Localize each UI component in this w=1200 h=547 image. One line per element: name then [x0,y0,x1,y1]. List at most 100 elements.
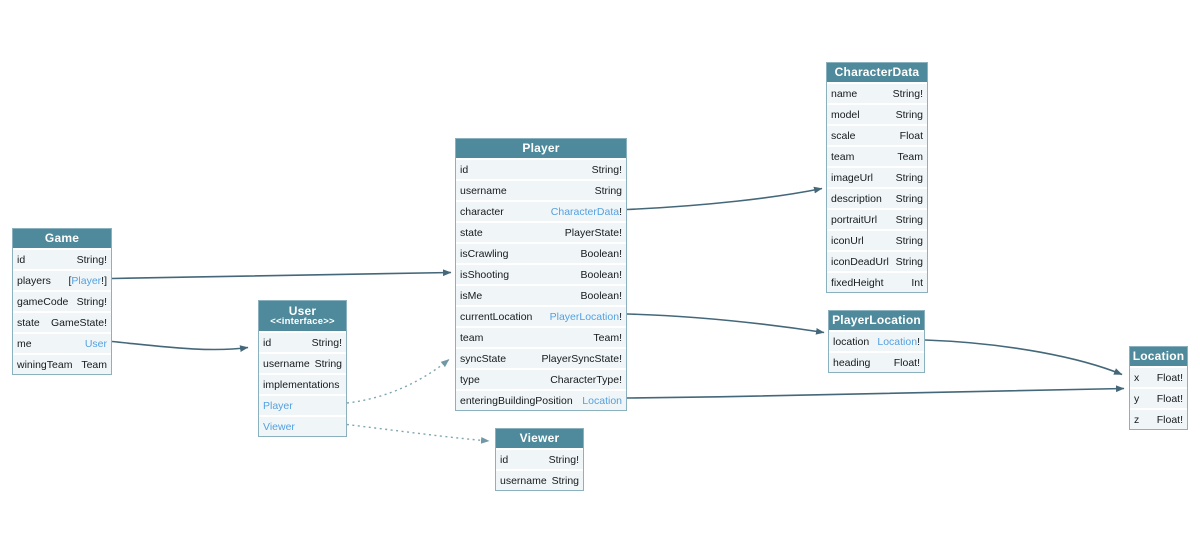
field-name: id [500,453,509,466]
field-row[interactable]: type CharacterType! [456,368,626,389]
field-name: iconUrl [831,234,864,247]
field-name: type [460,373,480,386]
field-row[interactable]: heading Float! [829,351,924,372]
field-row[interactable]: model String [827,103,927,124]
field-type: Location [582,395,622,407]
table-header[interactable]: Player [456,139,626,158]
type-plain: String! [311,336,342,349]
field-name: iconDeadUrl [831,255,889,268]
field-name: fixedHeight [831,276,884,289]
field-type: Float! [894,357,920,369]
field-row[interactable]: id String! [496,448,583,469]
type-table-game[interactable]: Game id String! players [Player!] gameCo… [12,228,112,375]
field-row[interactable]: players [Player!] [13,269,111,290]
field-type: CharacterType! [550,374,622,386]
table-header[interactable]: Location [1130,347,1187,366]
type-plain: GameState! [50,316,107,329]
field-name: players [17,274,51,287]
field-row[interactable]: description String [827,187,927,208]
field-name: name [831,87,858,100]
field-type: Int [911,277,923,289]
type-plain: Float! [1156,413,1183,426]
field-row[interactable]: iconUrl String [827,229,927,250]
type-plain: Boolean! [580,247,622,260]
type-table-player[interactable]: Player id String! username String charac… [455,138,627,411]
field-row[interactable]: winingTeam Team [13,353,111,374]
table-header[interactable]: PlayerLocation [829,311,924,330]
field-row[interactable]: syncState PlayerSyncState! [456,347,626,368]
field-row[interactable]: username String [259,352,346,373]
type-plain: String! [76,253,107,266]
field-rows: x Float! y Float! z Float! [1130,366,1187,429]
field-row[interactable]: Player [259,394,346,415]
field-row[interactable]: character CharacterData! [456,200,626,221]
field-row[interactable]: enteringBuildingPosition Location [456,389,626,410]
field-row[interactable]: isShooting Boolean! [456,263,626,284]
table-title: User [288,303,317,318]
field-row[interactable]: Viewer [259,415,346,436]
field-row[interactable]: implementations [259,373,346,394]
field-row[interactable]: id String! [456,158,626,179]
field-name: implementations [263,378,340,391]
type-table-user[interactable]: User <<interface>> id String! username S… [258,300,347,437]
field-row[interactable]: team Team! [456,326,626,347]
table-header[interactable]: CharacterData [827,63,927,82]
field-row[interactable]: isMe Boolean! [456,284,626,305]
field-name: id [460,163,469,176]
type-link: CharacterData [550,205,620,218]
field-row[interactable]: username String [456,179,626,200]
field-row[interactable]: portraitUrl String [827,208,927,229]
field-row[interactable]: scale Float [827,124,927,145]
type-link: Location [582,394,622,407]
field-row[interactable]: imageUrl String [827,166,927,187]
field-type: Boolean! [581,248,622,260]
field-row[interactable]: location Location! [829,330,924,351]
field-row[interactable]: isCrawling Boolean! [456,242,626,263]
field-row[interactable]: y Float! [1130,387,1187,408]
type-plain: CharacterType! [550,373,622,386]
field-row[interactable]: name String! [827,82,927,103]
field-row[interactable]: state PlayerState! [456,221,626,242]
field-row[interactable]: iconDeadUrl String [827,250,927,271]
field-row[interactable]: id String! [259,331,346,352]
field-row[interactable]: username String [496,469,583,490]
field-name: heading [833,356,871,369]
field-row[interactable]: id String! [13,248,111,269]
field-name: id [17,253,26,266]
table-header[interactable]: Viewer [496,429,583,448]
field-rows: id String! username String implementatio… [259,331,346,436]
field-row[interactable]: state GameState! [13,311,111,332]
table-title: Location [1132,349,1185,364]
field-row[interactable]: x Float! [1130,366,1187,387]
type-plain: Boolean! [580,289,622,302]
field-type: Float [900,130,923,142]
table-header[interactable]: Game [13,229,111,248]
type-plain: Float! [1156,371,1183,384]
field-type: Boolean! [581,269,622,281]
type-table-playerlocation[interactable]: PlayerLocation location Location! headin… [828,310,925,373]
field-row[interactable]: me User [13,332,111,353]
field-type: String [896,214,923,226]
type-plain: String! [591,163,622,176]
field-row[interactable]: currentLocation PlayerLocation! [456,305,626,326]
field-row[interactable]: gameCode String! [13,290,111,311]
table-title: Player [522,141,560,156]
field-name: location [833,335,870,348]
type-table-viewer[interactable]: Viewer id String! username String [495,428,584,491]
type-table-location[interactable]: Location x Float! y Float! z Float! [1129,346,1188,430]
field-row[interactable]: fixedHeight Int [827,271,927,292]
type-suffix: ! [917,335,920,348]
edge-game-me-to-user [111,340,249,352]
type-plain: String [895,171,923,184]
field-name: winingTeam [17,358,73,371]
field-type: Float! [1157,414,1183,426]
type-table-characterdata[interactable]: CharacterData name String! model String … [826,62,928,293]
field-type: Team [897,151,923,163]
field-row[interactable]: z Float! [1130,408,1187,429]
field-rows: location Location! heading Float! [829,330,924,372]
field-row[interactable]: team Team [827,145,927,166]
table-header[interactable]: User <<interface>> [259,301,346,331]
field-name: isMe [460,289,483,302]
type-link: Player [71,274,102,287]
type-plain: Int [911,276,923,289]
